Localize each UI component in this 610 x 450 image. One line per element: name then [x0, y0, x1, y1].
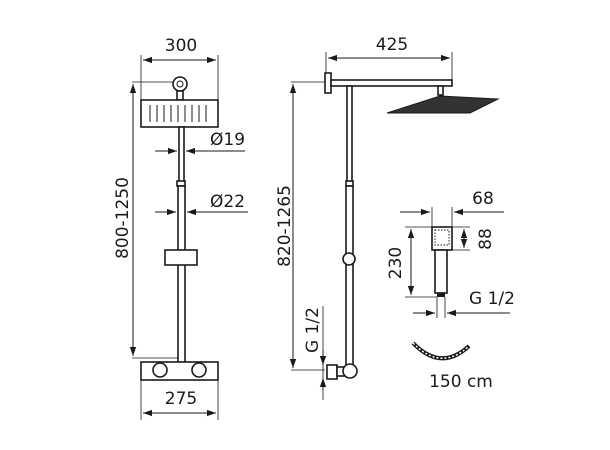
- label-height-range: 800-1250: [113, 177, 133, 259]
- hand-shower-view: 68 88 230 G 1/2 150 cm: [386, 189, 515, 392]
- front-view: 300 800-1250 Ø19 Ø22 275: [113, 36, 248, 420]
- label-side-height: 820-1265: [275, 185, 295, 267]
- inlet-connector: [326, 364, 338, 380]
- lower-pipe: [177, 185, 186, 365]
- side-view: 425 820-1265 G 1/2: [275, 35, 500, 400]
- label-base-width: 275: [165, 389, 197, 409]
- shower-arm: [330, 79, 453, 87]
- ceiling-ring: [172, 76, 188, 92]
- label-head-width: 300: [165, 36, 197, 56]
- label-hand-connection: G 1/2: [469, 289, 515, 309]
- slide-holder: [164, 249, 198, 266]
- label-hose-length: 150 cm: [429, 372, 493, 392]
- label-diameter-19: Ø19: [210, 130, 245, 150]
- label-inlet: G 1/2: [303, 307, 323, 353]
- hose-icon: [411, 341, 471, 361]
- rain-shower-head-side: [386, 95, 500, 114]
- wall-bracket: [324, 72, 332, 94]
- label-hand-head-height: 88: [476, 228, 496, 250]
- holder-knob: [342, 252, 356, 266]
- label-arm-length: 425: [376, 35, 408, 55]
- upper-pipe: [178, 126, 185, 183]
- hand-shower-handle: [434, 249, 448, 294]
- label-diameter-22: Ø22: [210, 192, 245, 212]
- label-hand-length: 230: [386, 247, 406, 279]
- diverter-valve: [342, 363, 358, 379]
- label-hand-head-width: 68: [472, 189, 494, 209]
